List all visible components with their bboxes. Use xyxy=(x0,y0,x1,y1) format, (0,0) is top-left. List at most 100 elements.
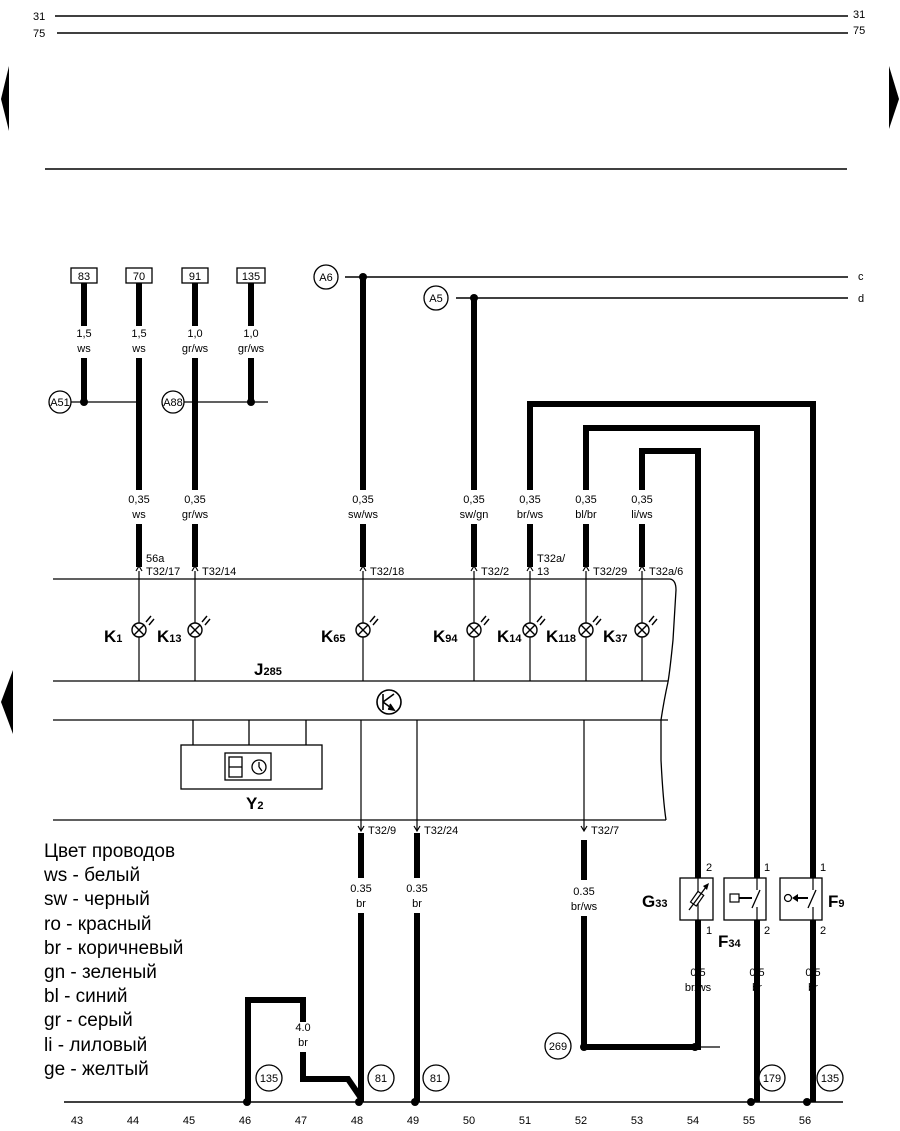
legend-item: gn - зеленый xyxy=(44,962,157,984)
svg-text:T32a/6: T32a/6 xyxy=(649,566,683,578)
output-wire-labels: 0.35 br 0.35 br 0.35 br/ws 4.0 br 0.5 br… xyxy=(295,883,820,1049)
svg-text:A88: A88 xyxy=(163,397,183,409)
svg-text:0,35: 0,35 xyxy=(575,494,596,506)
input-wire-labels: 0,35 ws 0,35 gr/ws 0,35 sw/ws 0,35 sw/gn… xyxy=(128,494,653,521)
rail-75: 75 75 xyxy=(33,25,865,40)
ground-ref-269: 269 xyxy=(544,1032,720,1060)
svg-text:ws: ws xyxy=(131,509,146,521)
position-number: 50 xyxy=(463,1115,475,1127)
svg-text:1,5: 1,5 xyxy=(76,328,91,340)
svg-text:br: br xyxy=(356,898,366,910)
svg-text:F34: F34 xyxy=(718,932,742,951)
legend-title: Цвет проводов xyxy=(44,841,176,862)
svg-text:T32/2: T32/2 xyxy=(481,566,509,578)
legend-item: ws - белый xyxy=(44,865,141,887)
lamp-icon xyxy=(466,615,490,638)
lamp-icon xyxy=(634,615,658,638)
wire-label-gaps xyxy=(120,491,680,523)
line-end-c: c xyxy=(858,271,864,283)
svg-text:0,35: 0,35 xyxy=(631,494,652,506)
rail-75-label-right: 75 xyxy=(853,25,865,37)
position-number: 54 xyxy=(687,1115,699,1127)
position-number: 48 xyxy=(351,1115,363,1127)
display-y2 xyxy=(180,720,323,790)
position-number: 56 xyxy=(799,1115,811,1127)
output-wires xyxy=(245,833,816,1102)
lamp-icon xyxy=(522,615,546,638)
svg-text:br: br xyxy=(298,1037,308,1049)
lamps xyxy=(131,615,658,638)
svg-text:0.35: 0.35 xyxy=(573,886,594,898)
input-pin-arrows xyxy=(135,564,646,572)
wire-color-legend: Цвет проводов ws - белый sw - черный ro … xyxy=(44,840,183,1082)
svg-text:T32/18: T32/18 xyxy=(370,566,404,578)
svg-text:sw/ws: sw/ws xyxy=(348,509,378,521)
page-next-arrow-icon[interactable] xyxy=(889,66,899,129)
position-number: 55 xyxy=(743,1115,755,1127)
output-pin-labels: T32/9 T32/24 T32/7 xyxy=(368,825,619,837)
legend-item: gr - серый xyxy=(44,1010,133,1032)
legend-item: li - лиловый xyxy=(44,1034,148,1056)
svg-text:T32/14: T32/14 xyxy=(202,566,236,578)
svg-text:0,35: 0,35 xyxy=(519,494,540,506)
position-number: 51 xyxy=(519,1115,531,1127)
svg-text:81: 81 xyxy=(375,1073,387,1085)
page-prev-arrow-lower-icon[interactable] xyxy=(1,670,13,734)
position-number: 45 xyxy=(183,1115,195,1127)
svg-text:br: br xyxy=(752,982,762,994)
svg-text:br/ws: br/ws xyxy=(685,982,712,994)
svg-text:G33: G33 xyxy=(642,892,667,911)
upper-wire-labels: 1,5 ws 1,5 ws 1,0 gr/ws 1,0 gr/ws xyxy=(76,328,264,355)
svg-text:A5: A5 xyxy=(429,293,442,305)
svg-text:269: 269 xyxy=(549,1041,567,1053)
legend-item: ge - желтый xyxy=(44,1058,149,1080)
svg-text:0.5: 0.5 xyxy=(749,967,764,979)
svg-text:A51: A51 xyxy=(50,397,70,409)
sensor-f9: 1 2 F9 xyxy=(779,862,845,937)
rail-31: 31 31 xyxy=(33,9,865,23)
svg-text:0.5: 0.5 xyxy=(805,967,820,979)
svg-text:0,35: 0,35 xyxy=(184,494,205,506)
lamp-wires xyxy=(138,571,643,681)
upper-wires xyxy=(81,283,254,490)
svg-text:0.5: 0.5 xyxy=(690,967,705,979)
position-number: 46 xyxy=(239,1115,251,1127)
svg-text:13: 13 xyxy=(537,566,549,578)
svg-text:bl/br: bl/br xyxy=(575,509,597,521)
svg-text:F9: F9 xyxy=(828,892,845,911)
svg-text:T32/9: T32/9 xyxy=(368,825,396,837)
svg-text:0,35: 0,35 xyxy=(128,494,149,506)
svg-text:K94: K94 xyxy=(433,627,458,646)
svg-text:1: 1 xyxy=(764,862,770,874)
svg-text:2: 2 xyxy=(820,925,826,937)
position-number: 49 xyxy=(407,1115,419,1127)
svg-text:T32/7: T32/7 xyxy=(591,825,619,837)
connector-a51: A51 xyxy=(48,390,142,414)
lamp-icon xyxy=(187,615,211,638)
control-unit-j285 xyxy=(53,578,677,821)
svg-text:2: 2 xyxy=(706,862,712,874)
svg-text:gr/ws: gr/ws xyxy=(182,509,209,521)
svg-text:br/ws: br/ws xyxy=(517,509,544,521)
ref-91: 91 xyxy=(189,271,201,283)
input-wires xyxy=(136,277,816,1102)
svg-text:0.35: 0.35 xyxy=(350,883,371,895)
ground-refs: 135 81 81 179 135 xyxy=(255,1064,844,1092)
svg-text:T32/29: T32/29 xyxy=(593,566,627,578)
svg-text:1: 1 xyxy=(820,862,826,874)
svg-text:179: 179 xyxy=(763,1073,781,1085)
connector-a6: A6 c xyxy=(313,264,864,290)
position-number: 43 xyxy=(71,1115,83,1127)
rail-31-label-right: 31 xyxy=(853,9,865,21)
svg-text:ws: ws xyxy=(131,343,146,355)
svg-text:K37: K37 xyxy=(603,627,628,646)
legend-item: br - коричневый xyxy=(44,937,184,959)
svg-text:K13: K13 xyxy=(157,627,182,646)
svg-text:T32/24: T32/24 xyxy=(424,825,458,837)
output-pin-arrows xyxy=(357,825,588,833)
svg-text:T32a/: T32a/ xyxy=(537,553,566,565)
sensor-g33: 2 1 G33 xyxy=(642,862,714,937)
page-prev-arrow-icon[interactable] xyxy=(1,66,9,131)
